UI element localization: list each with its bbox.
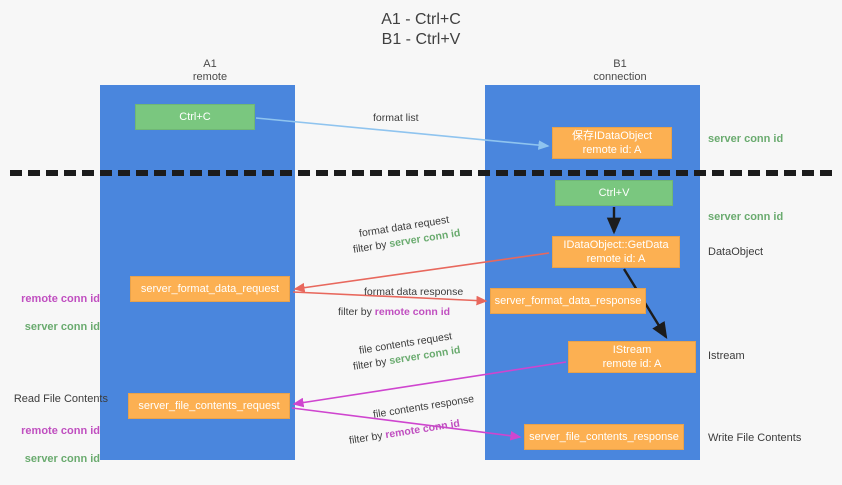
annotation-left-conn-ids-2: remote conn id server conn id xyxy=(8,410,100,480)
edge-label-format-list: format list xyxy=(373,112,419,124)
annotation-remote-conn-id-1: remote conn id xyxy=(21,293,100,305)
filter-value-remote-conn-id: remote conn id xyxy=(374,306,451,318)
arrow-file-contents-request xyxy=(292,361,567,408)
annotation-server-conn-id-2: server conn id xyxy=(24,453,100,465)
annotation-server-conn-id-mid: server conn id xyxy=(708,211,784,223)
arrow-file-contents-response xyxy=(291,407,522,441)
annotation-server-conn-id-top: server conn id xyxy=(708,133,784,145)
node-istream[interactable]: IStream remote id: A xyxy=(568,341,696,373)
node-server-file-contents-request[interactable]: server_file_contents_request xyxy=(128,393,290,419)
node-save-idataobject[interactable]: 保存IDataObject remote id: A xyxy=(552,127,672,159)
node-ctrl-c[interactable]: Ctrl+C xyxy=(135,104,255,130)
node-server-format-data-request[interactable]: server_format_data_request xyxy=(130,276,290,302)
edge-label-format-data-response-filter: filter by remote conn id xyxy=(338,305,450,320)
filter-prefix: filter by xyxy=(338,306,375,318)
annotation-read-file-contents: Read File Contents xyxy=(13,393,108,405)
node-idataobject-getdata[interactable]: IDataObject::GetData remote id: A xyxy=(552,236,680,268)
node-server-format-data-response[interactable]: server_format_data_response xyxy=(490,288,646,314)
annotation-dataobject: DataObject xyxy=(708,246,764,258)
annotation-left-conn-ids-1: remote conn id server conn id xyxy=(8,278,100,348)
phase-separator xyxy=(10,170,832,176)
node-server-file-contents-response[interactable]: server_file_contents_response xyxy=(524,424,684,450)
column-header-b1: B1 connection xyxy=(593,58,647,83)
edge-label-format-data-response: format data response xyxy=(364,286,464,298)
arrow-format-data-request xyxy=(293,252,550,293)
annotation-remote-conn-id-2: remote conn id xyxy=(21,425,100,437)
arrow-format-data-response xyxy=(292,291,488,306)
annotation-server-conn-id-1: server conn id xyxy=(24,321,100,333)
node-ctrl-v[interactable]: Ctrl+V xyxy=(555,180,673,206)
annotation-istream: Istream xyxy=(708,350,745,362)
annotation-write-file-contents: Write File Contents xyxy=(708,432,802,444)
arrow-format-list xyxy=(255,117,550,150)
page-title: A1 - Ctrl+C B1 - Ctrl+V xyxy=(381,11,461,48)
column-header-a1: A1 remote xyxy=(192,58,228,83)
